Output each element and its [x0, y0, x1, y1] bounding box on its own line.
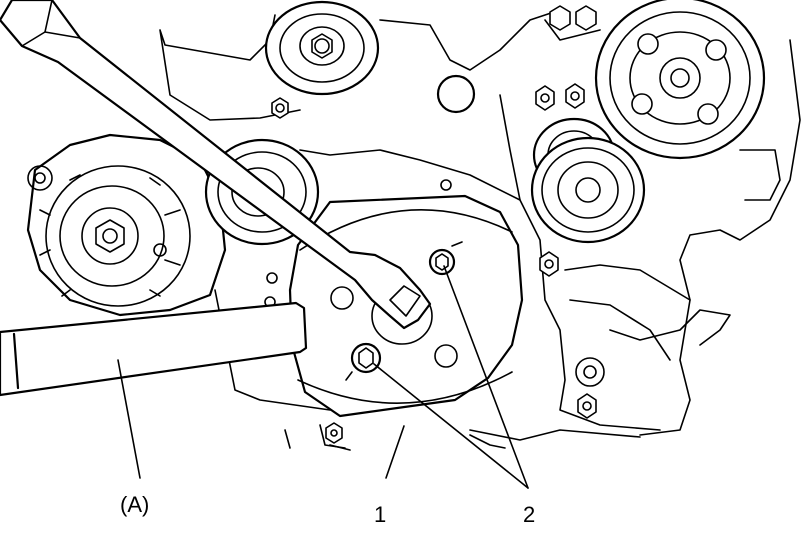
plug	[436, 74, 476, 114]
leader-lines	[117, 265, 529, 489]
alternator	[26, 133, 227, 317]
bolt-heads-top	[271, 5, 597, 119]
callout-tool-a: (A)	[120, 492, 149, 517]
water-pump-pulley	[594, 0, 766, 160]
idler-pulley-top	[264, 0, 380, 96]
box-end-wrench	[0, 0, 432, 330]
special-tool-bar	[0, 301, 308, 397]
callout-part-2: 2	[523, 502, 535, 527]
engine-block-outline	[159, 9, 801, 451]
idler-pulley-right-lower	[530, 136, 646, 244]
callout-part-1: 1	[374, 502, 386, 527]
